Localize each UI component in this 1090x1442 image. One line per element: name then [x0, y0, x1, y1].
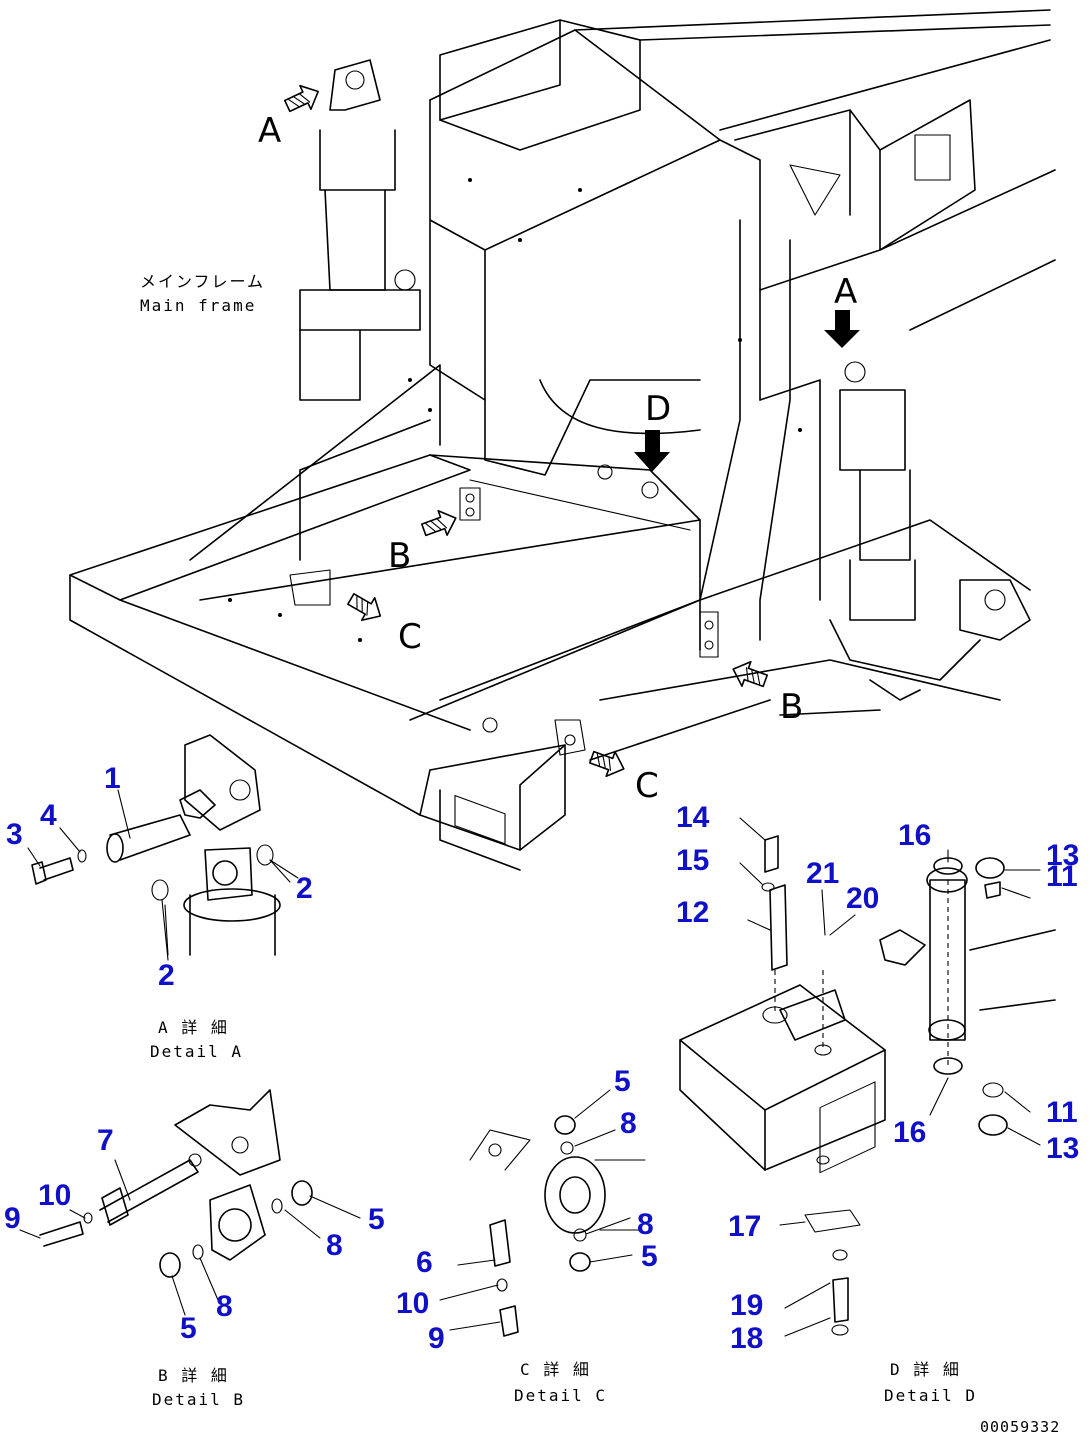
- callout-7: 7: [97, 1124, 114, 1157]
- callout-5: 5: [368, 1203, 385, 1236]
- callout-9: 9: [428, 1322, 445, 1355]
- drawing-code: 00059332: [980, 1418, 1060, 1436]
- callout-10: 10: [396, 1287, 429, 1320]
- detail-d-drawing: [679, 835, 1056, 1336]
- callout-15: 15: [676, 844, 709, 877]
- callout-16: 16: [893, 1116, 926, 1149]
- view-label-a-left: A: [258, 111, 281, 151]
- detail-c-caption-jp: C 詳 細: [520, 1360, 591, 1379]
- detail-d-caption-en: Detail D: [884, 1386, 977, 1405]
- callout-11: 11: [1046, 860, 1078, 893]
- view-label-b-right: B: [780, 687, 803, 727]
- callout-16: 16: [898, 819, 931, 852]
- callout-20: 20: [846, 882, 879, 915]
- callout-17: 17: [728, 1210, 761, 1243]
- view-arrows: [283, 84, 860, 778]
- detail-captions: A 詳 細 Detail A B 詳 細 Detail B C 詳 細 Deta…: [150, 1018, 977, 1409]
- detail-b-caption-jp: B 詳 細: [158, 1366, 229, 1385]
- detail-a-drawing: [31, 734, 299, 956]
- callout-5: 5: [614, 1065, 631, 1098]
- callout-12: 12: [676, 896, 709, 929]
- callout-8: 8: [637, 1208, 654, 1241]
- main-frame-drawing: [69, 9, 1056, 871]
- detail-c-drawing: [469, 1115, 646, 1337]
- callout-numbers: 1 2 2 3 4 5 5 5 5 6 7 8 8 8 8 9 9 10 10 …: [4, 762, 1079, 1355]
- callout-8: 8: [326, 1229, 343, 1262]
- detail-c-caption-en: Detail C: [514, 1386, 607, 1405]
- detail-a-caption-en: Detail A: [150, 1042, 243, 1061]
- callout-5: 5: [641, 1240, 658, 1273]
- callout-1: 1: [104, 762, 121, 795]
- callout-8: 8: [620, 1107, 637, 1140]
- detail-d-caption-jp: D 詳 細: [890, 1360, 961, 1379]
- callout-13: 13: [1046, 1132, 1079, 1165]
- view-label-c-right: C: [635, 766, 659, 806]
- callout-4: 4: [40, 799, 57, 832]
- callout-19: 19: [730, 1289, 763, 1322]
- callout-9: 9: [4, 1202, 21, 1235]
- detail-b-caption-en: Detail B: [152, 1390, 245, 1409]
- callout-18: 18: [730, 1322, 763, 1355]
- callout-13: 13: [1046, 839, 1079, 872]
- callout-10: 10: [38, 1179, 71, 1212]
- view-label-c-left: C: [398, 617, 422, 657]
- callout-8: 8: [216, 1290, 233, 1323]
- callout-21: 21: [806, 857, 839, 890]
- view-label-b-left: B: [388, 536, 411, 576]
- callout-14: 14: [676, 801, 710, 834]
- detail-a-caption-jp: A 詳 細: [158, 1018, 229, 1037]
- leader-lines: [19, 789, 1041, 1337]
- main-frame-label-en: Main frame: [140, 296, 256, 315]
- callout-2: 2: [158, 959, 175, 992]
- callout-6: 6: [416, 1246, 433, 1279]
- view-label-d: D: [645, 389, 671, 429]
- main-frame-label-jp: メインフレーム: [140, 272, 265, 291]
- callout-2: 2: [296, 872, 313, 905]
- callout-3: 3: [6, 818, 23, 851]
- detail-b-drawing: [39, 1089, 313, 1278]
- view-label-a-right: A: [834, 272, 857, 312]
- callout-11: 11: [1046, 1096, 1078, 1129]
- callout-5: 5: [180, 1312, 197, 1345]
